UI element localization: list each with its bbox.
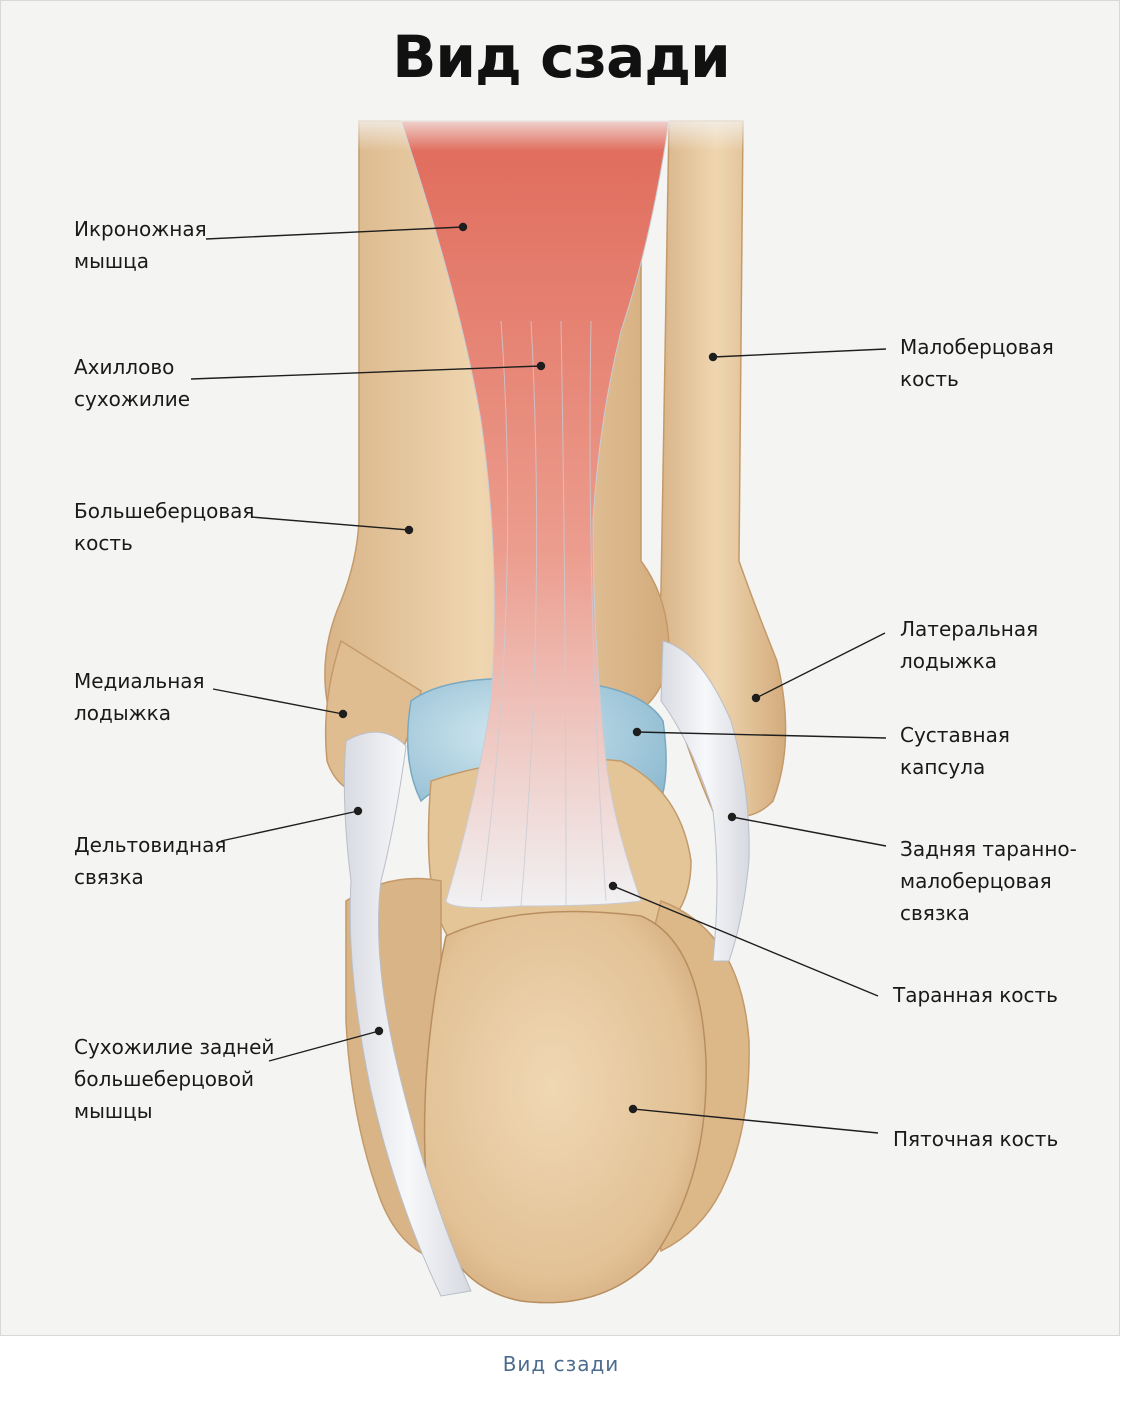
leader-calcaneus <box>632 1108 879 1134</box>
leader-medial-malleolus <box>212 688 344 715</box>
leader-tibialis-posterior <box>268 1030 380 1062</box>
tendon-fibres <box>480 320 607 907</box>
leader-achilles <box>190 365 542 380</box>
ankle-illustration <box>324 111 787 1304</box>
leader-gastrocnemius <box>205 226 464 240</box>
figure-title: Вид сзади <box>392 23 731 91</box>
leader-ptfl <box>731 816 887 847</box>
label-gastrocnemius: Икроножная мышца <box>74 217 207 273</box>
label-achilles-tendon: Ахиллово сухожилие <box>74 355 191 411</box>
label-talus: Таранная кость <box>893 983 1058 1007</box>
label-calcaneus: Пяточная кость <box>893 1127 1059 1151</box>
label-medial-malleolus: Медиальная лодыжка <box>74 669 205 725</box>
label-posterior-talofibular-ligament: Задняя таранно- малоберцовая связка <box>900 837 1077 925</box>
leader-lines <box>190 222 887 1134</box>
label-tibia: Большеберцовая кость <box>74 499 255 555</box>
leader-lateral-malleolus <box>755 632 886 699</box>
label-fibula: Малоберцовая кость <box>900 335 1054 391</box>
gastrocnemius-achilles <box>400 120 670 909</box>
anatomy-figure: Вид сзади Икроножная мышца Ахиллово сухо… <box>0 0 1120 1336</box>
leader-capsule <box>636 731 887 739</box>
leader-deltoid <box>220 810 359 842</box>
label-deltoid-ligament: Дельтовидная связка <box>74 833 227 889</box>
label-lateral-malleolus: Латеральная лодыжка <box>900 617 1039 673</box>
leader-fibula <box>712 348 887 358</box>
leader-talus <box>612 885 879 997</box>
label-joint-capsule: Суставная капсула <box>900 723 1010 779</box>
deltoid-ligament <box>343 731 472 1297</box>
label-tibialis-posterior-tendon: Сухожилие задней большеберцовой мышцы <box>74 1035 275 1123</box>
leader-tibia <box>250 516 410 531</box>
ptfl-ligament <box>660 640 750 962</box>
figure-caption: Вид сзади <box>502 1352 620 1376</box>
